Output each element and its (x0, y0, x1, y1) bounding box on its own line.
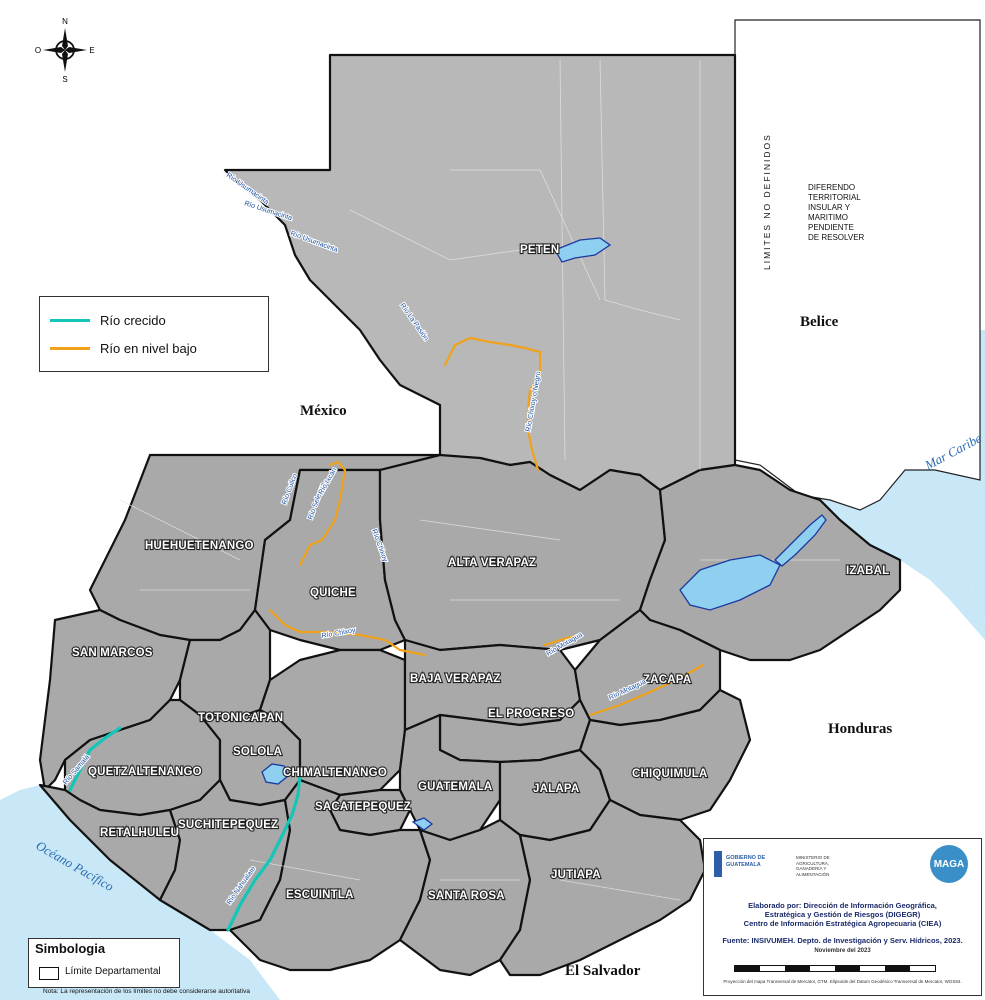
river-high-nahualate (226, 773, 302, 932)
maga-logo-text: MAGA (933, 858, 965, 870)
river-low-cahabon (543, 634, 577, 647)
label-belice: Belice (800, 314, 839, 330)
ministry-text: MINISTERIO DE AGRICULTURA, GANADERÍA Y A… (796, 855, 830, 877)
projection-text: Proyección del mapa Transversal de Merca… (723, 979, 962, 984)
dept-jutiapa (498, 798, 707, 977)
diferendo-line-1: DIFERENDO (808, 183, 855, 192)
credit-line-1: Elaborado por: Dirección de Información … (748, 901, 937, 910)
river-low-motagua (588, 663, 705, 717)
legend-label: Río en nivel bajo (100, 341, 197, 356)
legend-swatch-high (50, 319, 90, 322)
credit-line-4: Fuente: INSIVUMEH. Depto. de Investigaci… (722, 936, 963, 945)
dept-label: SACATEPEQUEZ (315, 801, 411, 813)
compass-s: S (62, 75, 67, 84)
scale-bar (734, 965, 936, 972)
dept-label: SUCHITEPEQUEZ (178, 819, 278, 831)
dept-label: HUEHUETENANGO (145, 540, 254, 552)
lake-izabal-channel (774, 514, 827, 567)
lake-amatitlan (411, 817, 434, 831)
legend-swatch-low (50, 347, 90, 350)
diferendo-line-5: PENDIENTE (808, 223, 854, 232)
diferendo-line-3: INSULAR Y (808, 203, 851, 212)
river-low-chixoy (268, 608, 427, 657)
credit-line-3: Centro de Información Estratégica Agrope… (743, 919, 942, 928)
gov-text: GOBIERNO DE GUATEMALA (726, 855, 766, 868)
label-limites: LIMITES NO DEFINIDOS (762, 133, 772, 270)
dept-label: SAN MARCOS (72, 647, 153, 659)
lake-izabal (679, 554, 781, 611)
river-low-chixoy-north (298, 460, 347, 567)
diferendo-line-4: MARITIMO (808, 213, 848, 222)
maga-logo-icon: MAGA (930, 845, 968, 883)
symbology-label: Límite Departamental (65, 966, 161, 977)
credits-box: GOBIERNO DE GUATEMALA MINISTERIO DE AGRI… (703, 838, 982, 996)
dept-label: PETEN (520, 244, 559, 256)
symbology-box: Simbologia Límite Departamental (28, 938, 180, 988)
dept-chimaltenango (258, 648, 407, 797)
dept-label: QUETZALTENANGO (88, 766, 202, 778)
credit-date: Noviembre del 2023 (814, 948, 871, 954)
label-el-salvador: El Salvador (565, 963, 641, 979)
dept-label: QUICHE (310, 587, 356, 599)
symbology-swatch (39, 967, 59, 980)
dept-label: ALTA VERAPAZ (448, 557, 536, 569)
credit-line-2: Estratégica y Gestión de Riesgos (DIGEGR… (764, 910, 921, 919)
dept-label: TOTONICAPAN (198, 712, 283, 724)
gulf-honduras (820, 470, 985, 640)
dept-label: CHIQUIMULA (632, 768, 707, 780)
dept-alta-verapaz (378, 453, 667, 652)
dept-label: ESCUINTLA (286, 889, 354, 901)
compass-icon: N S E O (35, 17, 95, 84)
dept-label: ZACAPA (643, 674, 691, 686)
legend-label: Río crecido (100, 313, 166, 328)
note-text: Nota: La representación de los límites n… (43, 988, 251, 995)
gov-logo-icon (714, 851, 722, 877)
label-mexico: México (300, 403, 347, 419)
dept-label: EL PROGRESO (488, 708, 574, 720)
dept-chiquimula (578, 688, 752, 822)
compass-n: N (62, 17, 68, 26)
label-honduras: Honduras (828, 721, 892, 737)
legend-item-high: Río crecido (50, 313, 166, 328)
dept-label: BAJA VERAPAZ (410, 673, 501, 685)
belize-area (734, 19, 981, 511)
river-legend: Río crecido Río en nivel bajo (39, 296, 269, 372)
dept-label: JUTIAPA (551, 869, 601, 881)
river-low-pasion (443, 336, 542, 472)
dept-label: GUATEMALA (418, 781, 492, 793)
legend-item-low: Río en nivel bajo (50, 341, 197, 356)
symbology-title: Simbologia (35, 941, 106, 956)
dept-label: SOLOLA (233, 746, 282, 758)
river-high-samala (68, 726, 122, 792)
diferendo-line-6: DE RESOLVER (808, 233, 865, 242)
dept-label: SANTA ROSA (428, 890, 505, 902)
dept-label: RETALHULEU (100, 827, 179, 839)
dept-label: JALAPA (533, 783, 579, 795)
lake-atitlan (261, 763, 289, 785)
lake-peten-itza (554, 237, 612, 263)
dept-label: IZABAL (846, 565, 889, 577)
dept-label: CHIMALTENANGO (283, 767, 387, 779)
diferendo-line-2: TERRITORIAL (808, 193, 861, 202)
compass-e: E (89, 46, 94, 55)
compass-o: O (35, 46, 41, 55)
